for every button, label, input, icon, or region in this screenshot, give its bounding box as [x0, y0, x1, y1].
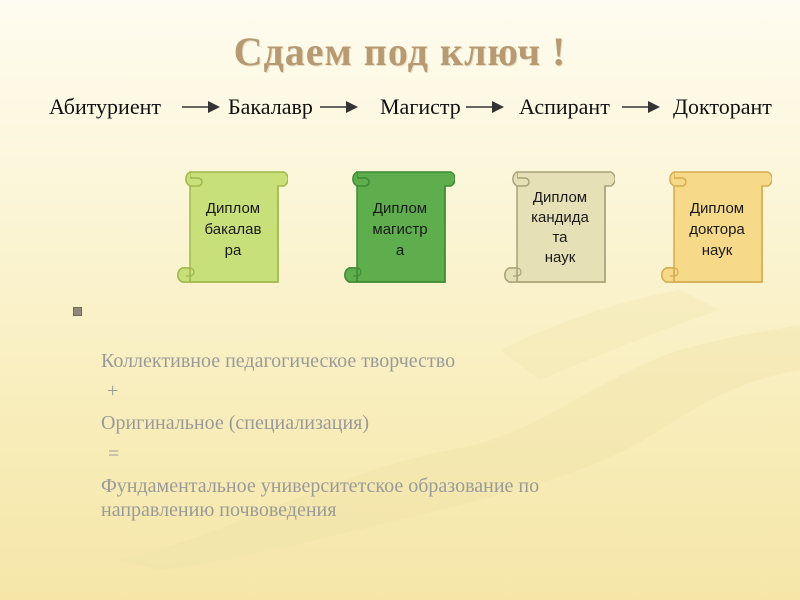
path-step-postgraduate: Аспирант [519, 94, 610, 119]
diploma-master-text: Диплом магистр а [357, 198, 443, 261]
diploma-line: та [552, 229, 568, 246]
path-step-master: Магистр [380, 94, 461, 119]
body-line-soil-science: направлению почвоведения [101, 499, 337, 521]
diploma-line: кандида [531, 209, 589, 226]
diploma-line: Диплом [372, 200, 428, 217]
bullet-icon [73, 307, 82, 316]
arrow-icon [320, 101, 358, 113]
diploma-scroll-master [343, 166, 456, 290]
diploma-line: бакалав [204, 221, 262, 238]
diploma-line: наук [544, 249, 576, 266]
diploma-line: Диплом [532, 189, 588, 206]
path-step-applicant: Абитуриент [49, 94, 161, 119]
body-equals-sign: = [108, 443, 120, 465]
diploma-scroll-doctor [660, 166, 773, 290]
diploma-line: Диплом [205, 200, 261, 217]
path-step-doctor: Докторант [673, 94, 772, 119]
body-line-fundamental: Фундаментальное университетское образова… [101, 475, 540, 497]
diploma-scroll-bachelor [176, 166, 289, 290]
slide-title: Сдаем под ключ ! [233, 29, 567, 74]
diploma-line: ра [224, 242, 242, 259]
diploma-line: магистр [372, 221, 428, 238]
diploma-bachelor-text: Диплом бакалав ра [190, 198, 276, 261]
arrow-icon [182, 101, 220, 113]
diploma-candidate-text: Диплом кандида та наук [517, 188, 603, 268]
arrow-icon [466, 101, 504, 113]
body-line-collective: Коллективное педагогическое творчество [101, 350, 456, 372]
arrow-icon [622, 101, 660, 113]
body-line-original: Оригинальное (специализация) [101, 412, 370, 434]
diploma-scroll-candidate [503, 166, 616, 290]
diploma-line: а [395, 242, 405, 259]
handshake-watermark [120, 290, 800, 570]
body-plus-sign: + [107, 380, 119, 402]
diploma-line: Диплом [689, 200, 745, 217]
diploma-line: наук [701, 242, 733, 259]
path-step-bachelor: Бакалавр [228, 94, 313, 119]
diploma-doctor-text: Диплом доктора наук [674, 198, 760, 261]
diploma-line: доктора [689, 221, 745, 238]
